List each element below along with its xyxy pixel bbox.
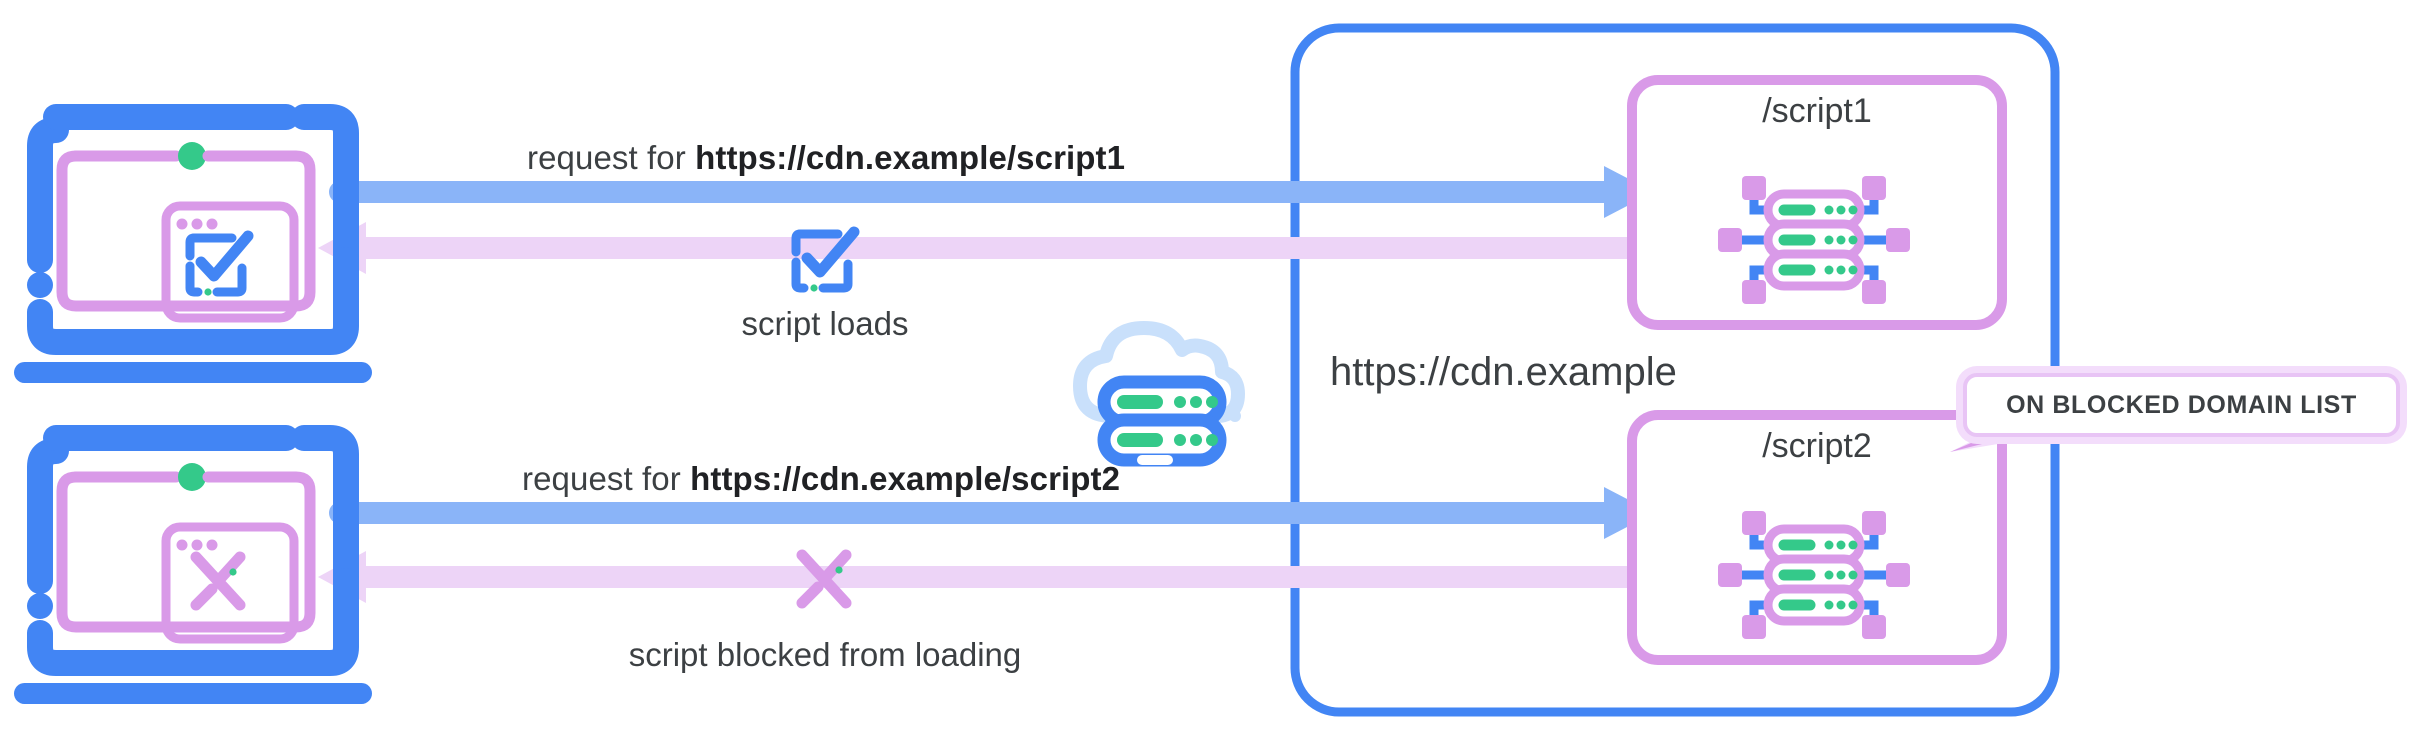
blocked-domain-callout: ON BLOCKED DOMAIN LIST	[1963, 373, 2400, 437]
client-laptop-2	[14, 438, 372, 704]
caption-script-loads: script loads	[741, 305, 909, 342]
request-label-script2: request for https://cdn.example/script2	[522, 460, 1121, 497]
cloud-server-icon	[1080, 328, 1241, 460]
script2-label: /script2	[1762, 427, 1872, 465]
response-arrow-script2	[318, 551, 1643, 603]
result-icon-script-loads	[796, 232, 854, 292]
script1-label: /script1	[1762, 92, 1872, 130]
blocked-domain-callout-text: ON BLOCKED DOMAIN LIST	[2006, 390, 2357, 419]
cdn-domain-label: https://cdn.example	[1330, 350, 1677, 394]
result-icon-script-blocked	[802, 555, 846, 603]
response-arrow-script1	[318, 222, 1643, 274]
caption-script-blocked: script blocked from loading	[628, 636, 1022, 673]
request-label-script1: request for https://cdn.example/script1	[527, 139, 1126, 176]
client-laptop-1	[14, 117, 372, 383]
